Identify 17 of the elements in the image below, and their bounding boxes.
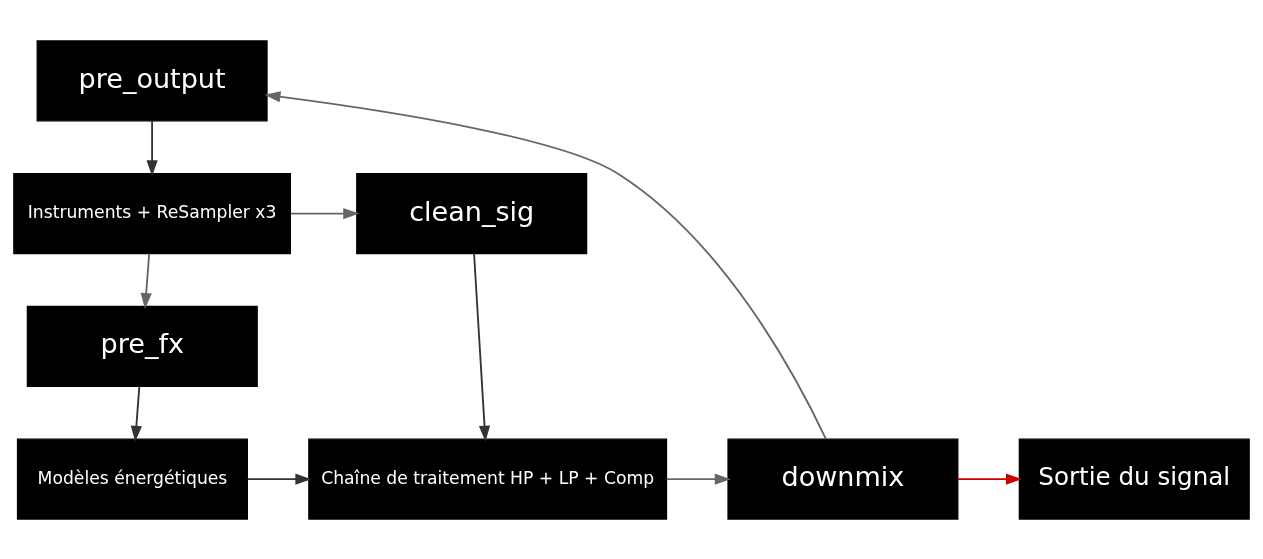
arrow <box>665 473 731 485</box>
node-box: Sortie du signal <box>1018 438 1250 520</box>
node-box: Modèles énergétiques <box>16 438 248 520</box>
arrow <box>473 252 491 442</box>
arrow <box>130 384 142 442</box>
node-box: pre_output <box>36 39 268 121</box>
arrow <box>289 207 360 219</box>
arrow <box>264 90 827 440</box>
node-box: pre_fx <box>26 305 258 387</box>
arrow <box>140 252 152 309</box>
arrow <box>246 473 312 485</box>
arrow <box>146 119 158 176</box>
node-box: downmix <box>727 438 959 520</box>
arrow <box>956 473 1022 485</box>
node-box: Chaîne de traitement HP + LP + Comp <box>308 438 668 520</box>
node-box: Instruments + ReSampler x3 <box>13 172 291 254</box>
node-box: clean_sig <box>356 172 588 254</box>
